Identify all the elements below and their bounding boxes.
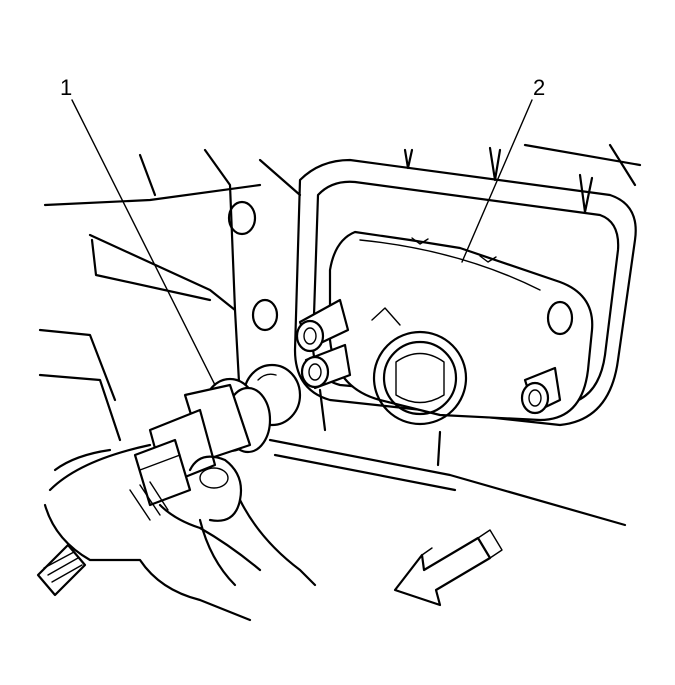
bulb-socket xyxy=(129,377,272,521)
callout-1-leader xyxy=(71,99,216,386)
callout-1-label: 1 xyxy=(60,75,72,100)
direction-arrow-icon xyxy=(393,529,503,607)
callout-2-label: 2 xyxy=(533,75,545,100)
lamp-housing xyxy=(328,230,594,426)
callout-2-leader xyxy=(461,99,533,263)
hand xyxy=(43,443,317,622)
body-panel xyxy=(38,143,642,527)
mounting-studs xyxy=(295,298,562,467)
threaded-stud xyxy=(36,543,87,597)
